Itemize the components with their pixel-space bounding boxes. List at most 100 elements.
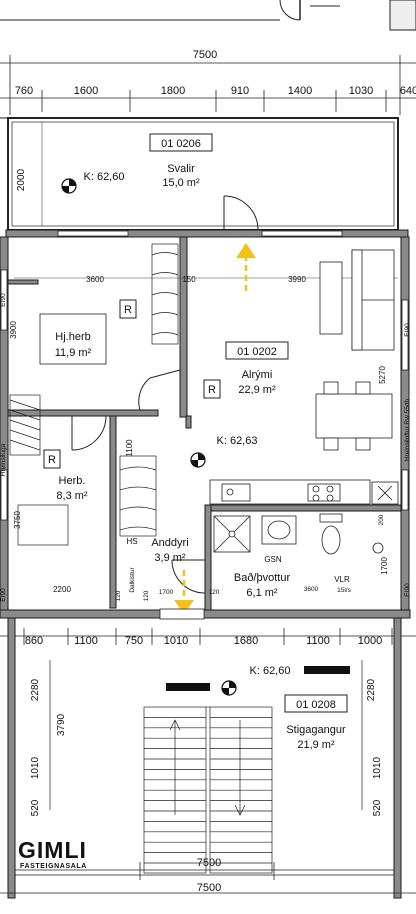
radiator-r2-label: R: [208, 384, 216, 396]
beam-left: [166, 683, 210, 691]
level-alrymi: K: 62,63: [217, 435, 258, 447]
dim-bath-1700: 1700: [380, 557, 389, 575]
dim-seg-0: 760: [15, 85, 33, 97]
interior-walls: [7, 236, 402, 611]
room-tag-svalir: 01 0206: [149, 133, 213, 152]
stairwell-inner: [15, 660, 394, 876]
dim-stair-left-c: 1010: [30, 756, 41, 779]
room-alrymi-id: 01 0202: [237, 346, 277, 358]
dim-stair-left-b: 3790: [56, 713, 67, 736]
dim-seg-4: 1400: [288, 85, 312, 97]
sofa-icon: [351, 249, 395, 351]
door-bath: [171, 559, 206, 594]
dining-table-icon: [315, 381, 393, 451]
dim-mid-3: 1010: [164, 635, 188, 647]
dim-bottom-total-b: 7500: [197, 882, 221, 894]
pipe-marker-icon: [372, 542, 384, 554]
dim-seg-5: 1030: [349, 85, 373, 97]
room-svalir-area: 15,0 m²: [162, 177, 200, 189]
dim-mid-1: 1100: [74, 635, 98, 647]
door-hjherb: [138, 369, 181, 411]
room-herb-area: 8,3 m²: [56, 490, 88, 502]
sink-icon: [261, 515, 297, 545]
dim-wall-120-b: 120: [143, 590, 150, 601]
room-stigagangur-name: Stigagangur: [286, 724, 346, 736]
entrance-arrow-main: [174, 570, 194, 615]
room-hjherb-box: [39, 313, 107, 365]
dim-herb-width: 2200: [53, 585, 71, 594]
dim-wall-1100: 1100: [125, 439, 134, 457]
room-svalir-name: Svalir: [167, 163, 195, 175]
label-ei90-right-top: EI90: [404, 323, 411, 337]
dim-anddyri-1700: 1700: [159, 589, 174, 596]
label-vlr-sub: 15l/s: [337, 587, 351, 594]
radiator-r3-label: R: [48, 454, 56, 466]
gimli-logo: GIMLI FASTEIGNASALA: [18, 837, 87, 870]
room-tag-stigagangur: 01 0208: [284, 694, 348, 713]
label-vlr: VLR: [334, 575, 350, 584]
door-herb: [71, 415, 107, 451]
dim-stair-right-b: 1010: [372, 756, 383, 779]
radiator-r2: R: [203, 379, 221, 399]
level-marker-icon: [190, 452, 206, 468]
dim-bath-200: 200: [378, 514, 385, 525]
room-tag-alrymi: 01 0202: [225, 341, 289, 360]
wardrobe-hall: [119, 455, 157, 537]
dim-mid-5: 1100: [306, 635, 330, 647]
dim-herb-depth: 3750: [13, 511, 22, 529]
dim-hjherb-depth: 3900: [9, 321, 18, 339]
room-bad-name: Bað/þvottur: [234, 572, 291, 584]
top-edge: [0, 0, 416, 31]
stairwell-walls: [7, 617, 402, 899]
logo-name: GIMLI: [18, 837, 87, 863]
label-ei90-left: EI90: [0, 588, 7, 602]
entrance-door: [159, 608, 205, 620]
dim-bottom-total-a: 7500: [197, 857, 221, 869]
dim-mid-4: 1680: [234, 635, 258, 647]
wardrobe-hjherb: [151, 243, 179, 345]
dim-mid-6: 1000: [358, 635, 382, 647]
room-alrymi-area: 22,9 m²: [238, 384, 276, 396]
wardrobe-left: [9, 394, 41, 456]
dim-seg-2: 1800: [161, 85, 185, 97]
dim-stair-left-a: 2280: [30, 678, 41, 701]
room-hjherb-name: Hj.herb: [55, 331, 90, 343]
room-bad-area: 6,1 m²: [246, 587, 278, 599]
beam-right: [304, 666, 350, 674]
dim-alrymi-offset: 150: [182, 275, 196, 284]
room-anddyri-area: 3,9 m²: [154, 552, 186, 564]
label-ei90-right: EI90: [404, 583, 411, 597]
dim-wall-120-a: 120: [115, 590, 122, 601]
dim-stair-right-a: 2280: [366, 678, 377, 701]
label-vent-left: Hreinsilúga: [0, 443, 7, 476]
level-svalir: K: 62,60: [84, 171, 125, 183]
radiator-r3: R: [43, 449, 61, 469]
toilet-icon: [319, 513, 343, 555]
logo-tagline: FASTEIGNASALA: [20, 863, 87, 870]
room-hjherb-area: 11,9 m²: [55, 347, 92, 359]
shower-icon: [213, 515, 251, 553]
top-dimensions: [0, 55, 416, 115]
label-gsn: GSN: [264, 555, 282, 564]
dim-mid-2: 750: [125, 635, 143, 647]
window-frames: [0, 230, 409, 521]
wardrobe-herb: [17, 504, 69, 546]
radiator-r1-label: R: [124, 304, 132, 316]
radiator-r1: R: [119, 299, 137, 319]
label-ei90-left-top: EI90: [0, 293, 7, 307]
level-stigagangur: K: 62,60: [250, 665, 291, 677]
entrance-arrow-balcony: [236, 243, 256, 295]
kitchen-counter: [209, 479, 399, 505]
dim-seg-3: 910: [231, 85, 249, 97]
label-vent-right: Hreinsiloftur Rw 55db: [404, 399, 411, 462]
level-marker-icon: [61, 178, 77, 194]
balcony-door: [223, 195, 259, 231]
mid-dimensions: [0, 628, 416, 645]
dim-top-total: 7500: [193, 49, 217, 61]
dim-alrymi-side: 5270: [378, 366, 387, 384]
dim-stair-left-d: 520: [30, 799, 41, 816]
dim-alrymi-width: 3990: [288, 275, 306, 284]
dim-top-segments: 760 1600 1800 910 1400 1030 640: [15, 85, 416, 97]
coffee-table-icon: [319, 261, 343, 335]
